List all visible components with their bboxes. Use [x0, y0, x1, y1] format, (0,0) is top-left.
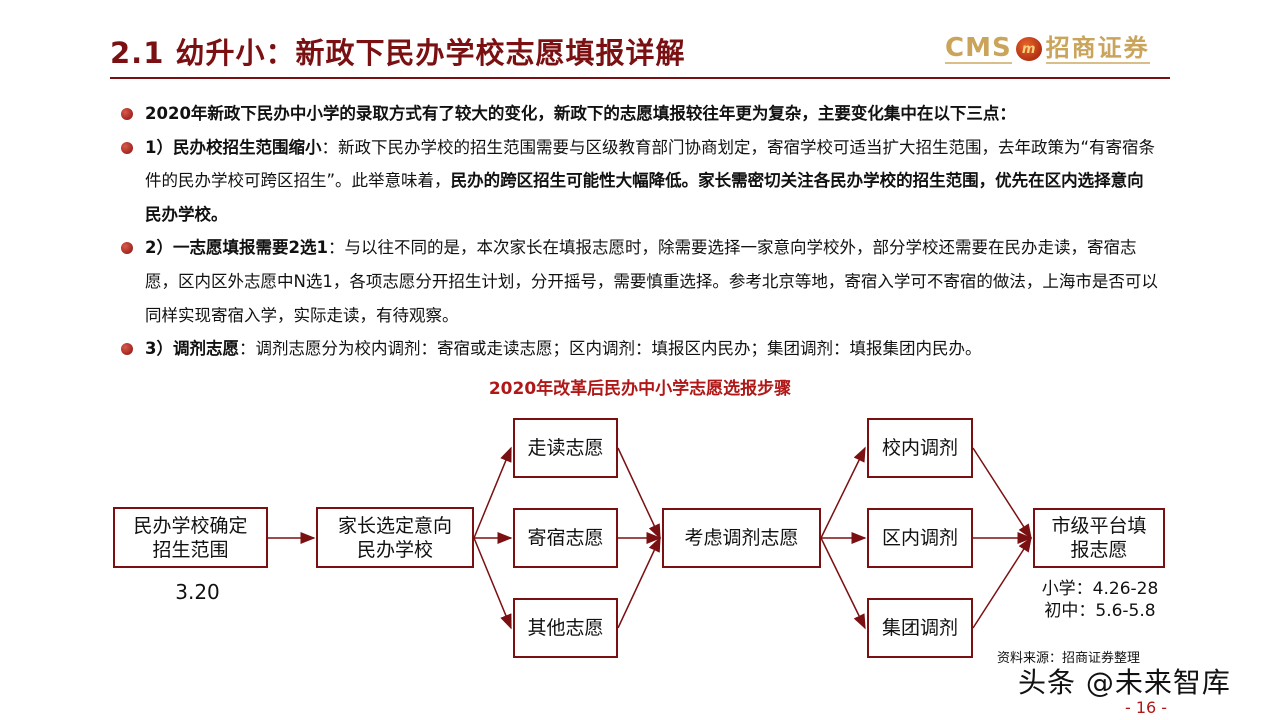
arrow	[820, 537, 866, 630]
arrow	[473, 446, 512, 539]
arrow	[972, 447, 1032, 540]
node-school-adjust: 校内调剂	[867, 418, 973, 478]
source-note: 资料来源：招商证券整理	[997, 651, 1141, 666]
node-label: 家长选定意向民办学校	[337, 514, 452, 561]
node-adjust: 考虑调剂志愿	[662, 508, 821, 568]
bullet-item: 2）一志愿填报需要2选1：与以往不同的是，本次家长在填报志愿时，除需要选择一家意…	[118, 231, 1158, 332]
page-number: - 16 -	[1125, 698, 1168, 717]
arrow	[617, 536, 661, 629]
title-divider	[110, 77, 1170, 79]
bullet-text: 1）民办校招生范围缩小	[145, 137, 322, 157]
bullet-dot-icon	[121, 141, 133, 154]
bullet-text: 2）一志愿填报需要2选1	[145, 238, 328, 258]
node-district-adjust: 区内调剂	[867, 508, 973, 568]
bullet-dot-icon	[121, 108, 133, 120]
node-school-scope: 民办学校确定招生范围	[113, 507, 268, 568]
node-boarding: 寄宿志愿	[513, 508, 618, 568]
arrow	[820, 446, 866, 539]
watermark: 头条 @未来智库	[1018, 666, 1231, 699]
node-label: 民办学校确定招生范围	[133, 514, 248, 561]
logo-emblem-icon: m	[1015, 37, 1042, 61]
node-city-platform: 市级平台填报志愿	[1033, 508, 1165, 568]
bullet-text: 2020年新政下民办中小学的录取方式有了较大的变化，新政下的志愿填报较往年更为复…	[145, 104, 1016, 123]
node-parent-choice: 家长选定意向民办学校	[316, 507, 474, 568]
bullet-dot-icon	[121, 343, 133, 356]
node-group-adjust: 集团调剂	[867, 598, 973, 658]
bullet-text: ：新政下民办学校的招生范围需要与区级教育部门协商划定，寄宿学校可适当扩大招生范围…	[145, 137, 1156, 191]
arrow	[473, 537, 512, 630]
bullet-item: 3）调剂志愿：调剂志愿分为校内调剂：寄宿或走读志愿；区内调剂：填报区内民办；集团…	[118, 332, 1158, 366]
arrow	[617, 447, 661, 540]
bullet-dot-icon	[121, 242, 133, 255]
bullet-text: ：与以往不同的是，本次家长在填报志愿时，除需要选择一家意向学校外，部分学校还需要…	[145, 238, 1158, 325]
arrow	[972, 536, 1032, 629]
bullet-item: 2020年新政下民办中小学的录取方式有了较大的变化，新政下的志愿填报较往年更为复…	[118, 97, 1158, 131]
bullet-item: 1）民办校招生范围缩小：新政下民办学校的招生范围需要与区级教育部门协商划定，寄宿…	[118, 131, 1158, 232]
slide-title: 2.1 幼升小：新政下民办学校志愿填报详解	[110, 36, 686, 70]
bullet-text: 3）调剂志愿	[145, 339, 239, 359]
date-start: 3.20	[175, 580, 220, 604]
date-middle: 初中：5.6-5.8	[1044, 601, 1156, 621]
node-walk: 走读志愿	[513, 418, 618, 478]
node-label: 市级平台填报志愿	[1051, 515, 1147, 561]
bullet-text: 民办的跨区招生可能性大幅降低。家长需密切关注各民办学校的招生范围，优先在区内选择…	[145, 171, 1144, 224]
date-primary: 小学：4.26-28	[1041, 579, 1159, 599]
bullet-text: ：调剂志愿分为校内调剂：寄宿或走读志愿；区内调剂：填报区内民办；集团调剂：填报集…	[238, 339, 982, 359]
bullet-list: 2020年新政下民办中小学的录取方式有了较大的变化，新政下的志愿填报较往年更为复…	[118, 97, 1158, 366]
diagram-title: 2020年改革后民办中小学志愿选报步骤	[488, 379, 792, 399]
node-other: 其他志愿	[513, 598, 618, 658]
